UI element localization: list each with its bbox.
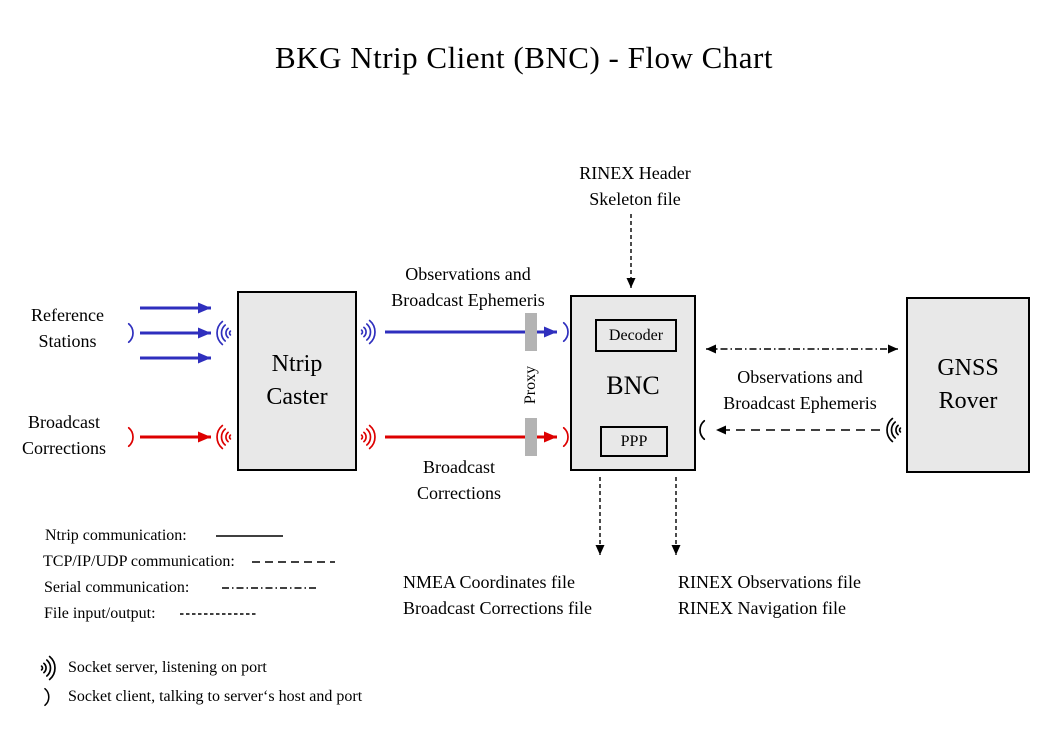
bnc-right-socket-client-icon (699, 419, 706, 441)
legend-ntrip-label: Ntrip communication: (45, 527, 187, 544)
ppp-box: PPP (600, 426, 668, 457)
corrections-socket-client-icon (127, 426, 134, 448)
broadcast-corrections-left-label: Broadcast Corrections (22, 412, 106, 458)
legend-socket-server-icon (40, 655, 56, 681)
page-title: BKG Ntrip Client (BNC) - Flow Chart (275, 40, 773, 75)
bnc-label: BNC (606, 371, 660, 400)
caster-left-socket-server-blue-icon (216, 320, 232, 346)
caster-left-socket-server-red-icon (216, 424, 232, 450)
bnc-socket-client-red-icon (562, 426, 569, 448)
broadcast-corrections-mid-label: Broadcast Corrections (417, 457, 501, 503)
ntrip-caster-box: Ntrip Caster (237, 291, 357, 471)
obs-ephemeris-right-label: Observations and Broadcast Ephemeris (723, 367, 877, 413)
legend-serial-label: Serial communication: (44, 579, 190, 596)
proxy-bar-bottom (525, 418, 537, 456)
rinex-header-skeleton-label: RINEX Header Skeleton file (579, 163, 691, 209)
nmea-files-label: NMEA Coordinates file Broadcast Correcti… (403, 572, 592, 618)
proxy-label: Proxy (522, 365, 539, 405)
bnc-socket-client-blue-icon (562, 321, 569, 343)
decoder-box: Decoder (595, 319, 677, 352)
legend-file-label: File input/output: (44, 605, 156, 622)
obs-ephemeris-top-label: Observations and Broadcast Ephemeris (391, 264, 545, 310)
reference-stations-label: Reference Stations (31, 305, 104, 351)
socket-client-legend-label: Socket client, talking to server‘s host … (68, 688, 363, 705)
proxy-bar-top (525, 313, 537, 351)
rover-socket-server-icon (886, 417, 902, 443)
legend-tcp-label: TCP/IP/UDP communication: (43, 553, 235, 570)
caster-right-socket-server-red-icon (360, 424, 376, 450)
socket-server-legend-label: Socket server, listening on port (68, 659, 267, 676)
bnc-box: Decoder BNC PPP (570, 295, 696, 471)
gnss-rover-box: GNSS Rover (906, 297, 1030, 473)
rinex-files-label: RINEX Observations file RINEX Navigation… (678, 572, 861, 618)
caster-right-socket-server-blue-icon (360, 319, 376, 345)
legend-socket-client-icon (44, 687, 50, 707)
